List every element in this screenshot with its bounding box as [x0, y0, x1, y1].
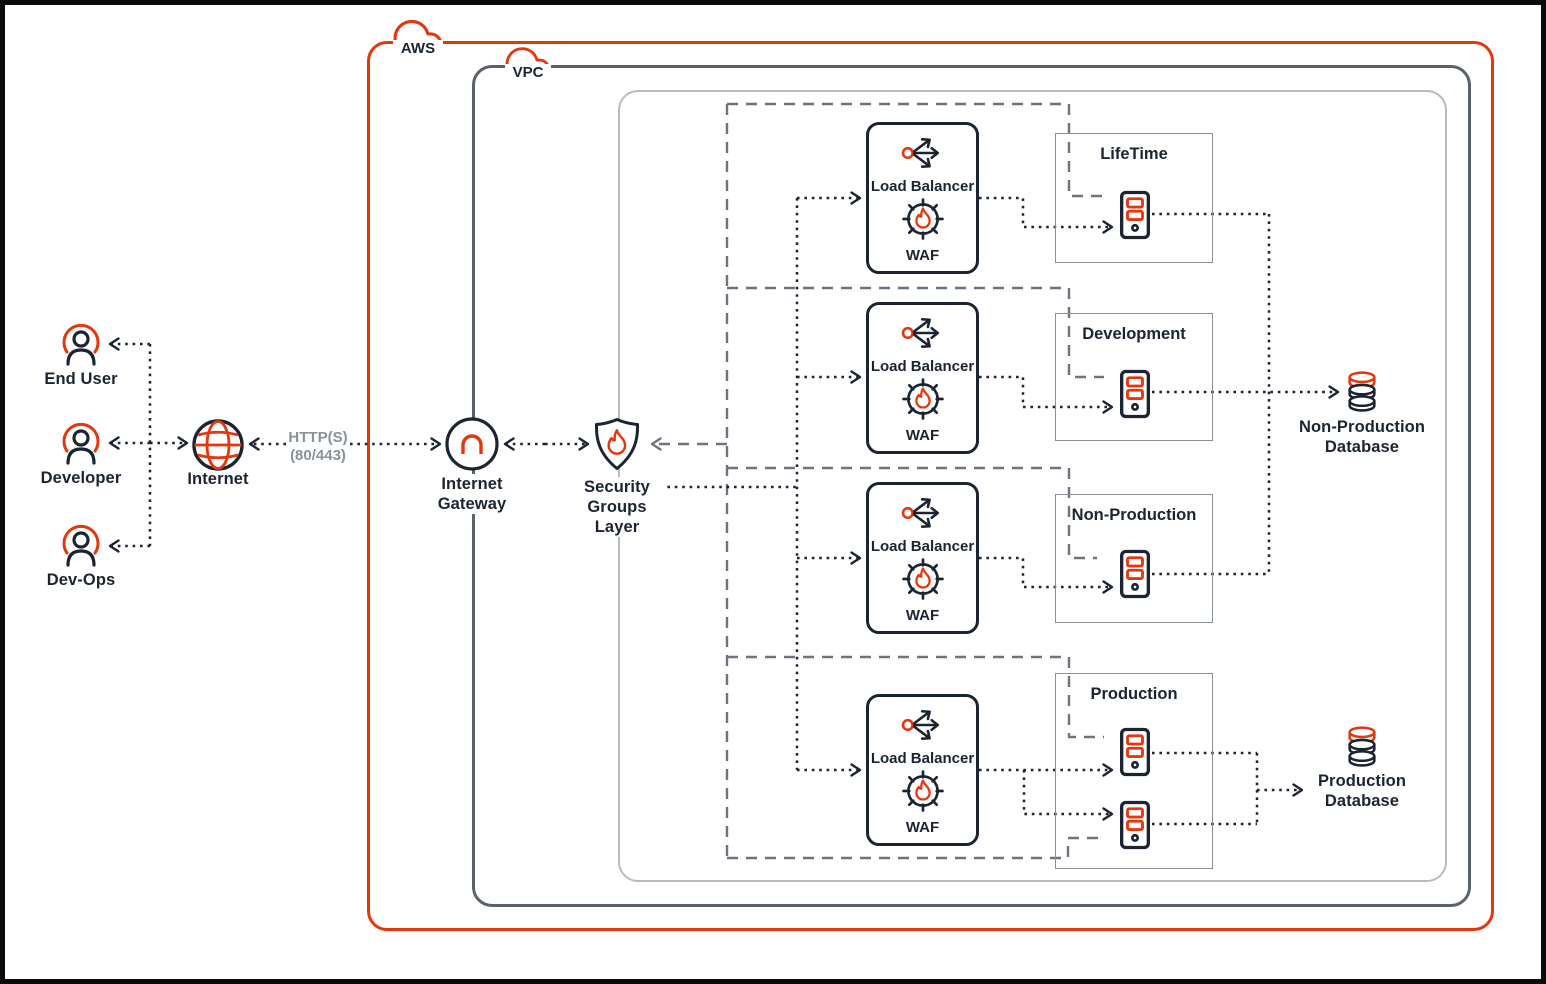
- load-balancer-waf-box-development: Load Balancer WAF: [866, 302, 979, 454]
- waf-label: WAF: [905, 607, 940, 624]
- security-shield-icon: [591, 417, 643, 476]
- devops-icon: [57, 523, 105, 574]
- devops-label: Dev-Ops: [46, 571, 116, 589]
- nonproduction-database-label: Non-Production Database: [1298, 418, 1426, 456]
- end-user-label: End User: [44, 370, 118, 388]
- security-groups-label: Security Groups Layer: [570, 477, 664, 537]
- server-icon-nonproduction: [1118, 549, 1152, 604]
- internet-globe-icon: [191, 418, 245, 477]
- database-icon-nonproduction: [1345, 370, 1379, 421]
- env-title: LifeTime: [1100, 145, 1168, 163]
- developer-icon: [57, 421, 105, 472]
- env-box-development: Development: [1055, 313, 1213, 441]
- load-balancer-waf-box-production: Load Balancer WAF: [866, 694, 979, 846]
- subnet-boundary: [618, 90, 1447, 882]
- waf-icon: [900, 556, 946, 607]
- vpc-label: VPC: [505, 64, 551, 82]
- production-database-label: Production Database: [1317, 772, 1407, 810]
- env-title: Non-Production: [1071, 506, 1197, 524]
- load-balancer-icon: [900, 705, 946, 750]
- internet-label: Internet: [187, 470, 249, 488]
- env-title: Development: [1082, 325, 1186, 343]
- waf-icon: [900, 376, 946, 427]
- load-balancer-label: Load Balancer: [870, 178, 975, 195]
- load-balancer-waf-box-lifetime: Load Balancer WAF: [866, 122, 979, 274]
- load-balancer-icon: [900, 493, 946, 538]
- load-balancer-icon: [900, 313, 946, 358]
- aws-boundary: [367, 41, 1494, 931]
- aws-label: AWS: [393, 40, 443, 58]
- database-icon-production: [1345, 725, 1379, 776]
- server-icon-production-2: [1118, 800, 1152, 855]
- server-icon-production-1: [1118, 727, 1152, 782]
- load-balancer-label: Load Balancer: [870, 358, 975, 375]
- end-user-icon: [57, 322, 105, 373]
- env-box-lifetime: LifeTime: [1055, 133, 1213, 263]
- load-balancer-icon: [900, 133, 946, 178]
- waf-label: WAF: [905, 819, 940, 836]
- internet-gateway-label: Internet Gateway: [412, 474, 532, 514]
- env-box-production: Production: [1055, 673, 1213, 869]
- protocol-label: HTTP(S) (80/443): [288, 429, 348, 464]
- server-icon-development: [1118, 369, 1152, 424]
- waf-label: WAF: [905, 247, 940, 264]
- load-balancer-label: Load Balancer: [870, 750, 975, 767]
- waf-icon: [900, 196, 946, 247]
- server-icon-lifetime: [1118, 190, 1152, 245]
- load-balancer-label: Load Balancer: [870, 538, 975, 555]
- env-title: Production: [1090, 685, 1178, 703]
- internet-gateway-icon: [444, 416, 500, 477]
- waf-label: WAF: [905, 427, 940, 444]
- waf-icon: [900, 768, 946, 819]
- load-balancer-waf-box-nonproduction: Load Balancer WAF: [866, 482, 979, 634]
- env-box-nonproduction: Non-Production: [1055, 494, 1213, 623]
- developer-label: Developer: [40, 469, 122, 487]
